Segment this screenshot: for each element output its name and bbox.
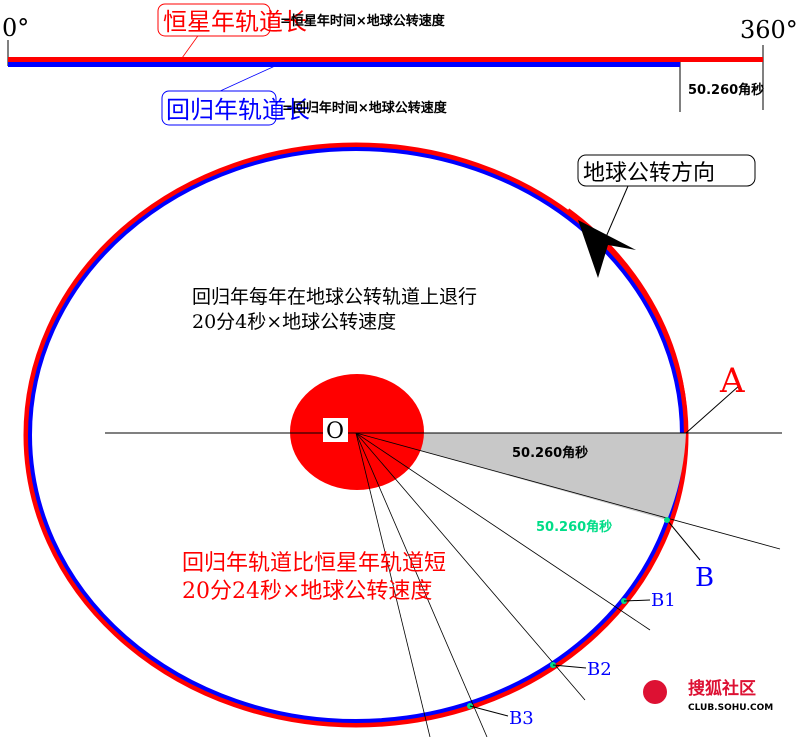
sohu-watermark: 搜狐社区 CLUB.SOHU.COM xyxy=(643,678,773,713)
note-line2: 20分4秒×地球公转速度 xyxy=(192,311,396,333)
sector xyxy=(356,433,686,520)
gap-label: 50.260角秒 xyxy=(688,82,764,98)
point-b2-label: B2 xyxy=(587,659,612,680)
tropical-bar xyxy=(8,62,680,67)
brand-name: 搜狐社区 xyxy=(688,678,756,699)
end-degree: 360° xyxy=(740,16,798,44)
direction-label: 地球公转方向 xyxy=(583,161,715,186)
sun xyxy=(290,374,424,490)
red-note-line1: 回归年轨道比恒星年轨道短 xyxy=(182,551,446,576)
center-label: O xyxy=(326,419,344,444)
tropical-label: 回归年轨道长 xyxy=(166,96,310,124)
brand-url: CLUB.SOHU.COM xyxy=(688,703,773,713)
start-degree: 0° xyxy=(2,14,29,42)
sidereal-label: 恒星年轨道长 xyxy=(163,8,307,36)
sidereal-arc-segment xyxy=(566,208,689,434)
orbit-length-bar: 0° 360° 恒星年轨道长 =恒星年时间×地球公转速度 回归年轨道长 =回归年… xyxy=(2,3,798,126)
sector-label: 50.260角秒 xyxy=(512,445,588,461)
point-b3-label: B3 xyxy=(509,708,534,729)
tropical-formula: =回归年时间×地球公转速度 xyxy=(282,100,448,116)
red-note-line2: 20分24秒×地球公转速度 xyxy=(182,579,432,604)
note-line1: 回归年每年在地球公转轨道上退行 xyxy=(192,286,477,308)
point-b-label: B xyxy=(695,563,714,593)
sidereal-bar xyxy=(8,57,763,62)
orbit: O 50.260角秒 50.260角秒 地球公转方向 回归年每年在地球公转轨道上… xyxy=(23,142,782,737)
sidereal-formula: =恒星年时间×地球公转速度 xyxy=(280,13,446,29)
point-b1-label: B1 xyxy=(651,590,676,611)
fox-logo-icon xyxy=(643,680,667,704)
point-a-label: A xyxy=(719,361,745,401)
sector-label-green: 50.260角秒 xyxy=(536,519,612,535)
direction-arrow-icon xyxy=(578,220,636,278)
